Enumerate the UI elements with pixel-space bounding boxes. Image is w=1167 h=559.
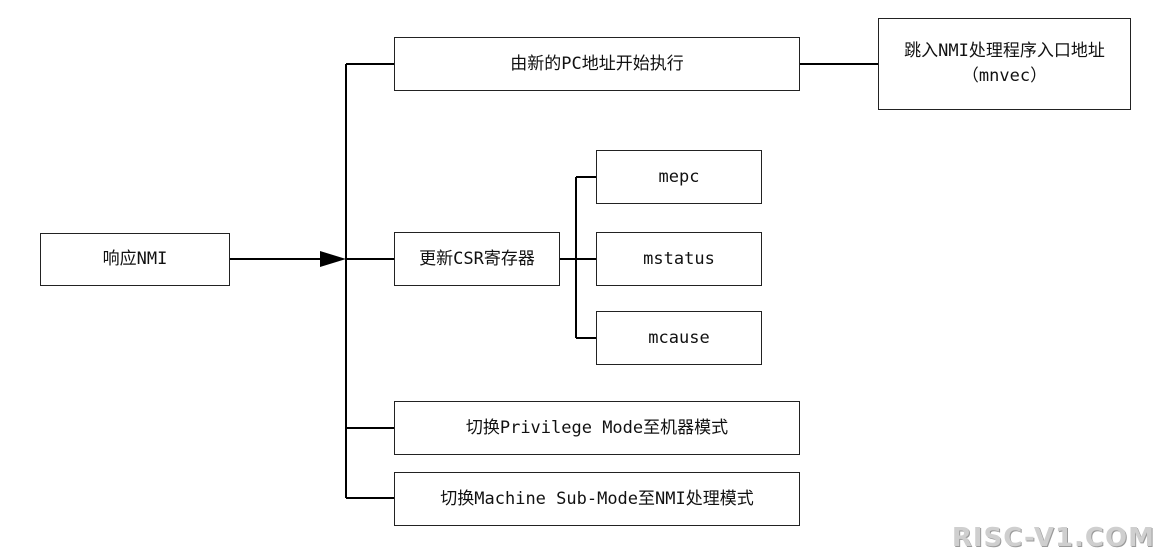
node-update-csr: 更新CSR寄存器 xyxy=(394,232,560,286)
node-switch-machine-sub-mode: 切换Machine Sub-Mode至NMI处理模式 xyxy=(394,472,800,526)
node-jump-nmi-entry: 跳入NMI处理程序入口地址（mnvec） xyxy=(878,18,1131,110)
node-mcause: mcause xyxy=(596,311,762,365)
node-switch-privilege: 切换Privilege Mode至机器模式 xyxy=(394,401,800,455)
node-respond-nmi: 响应NMI xyxy=(40,233,230,286)
arrow-head xyxy=(320,251,346,267)
node-mstatus: mstatus xyxy=(596,232,762,286)
node-mepc: mepc xyxy=(596,150,762,204)
watermark-logo: RISC-V1.COM xyxy=(951,523,1155,553)
node-exec-from-new-pc: 由新的PC地址开始执行 xyxy=(394,37,800,91)
